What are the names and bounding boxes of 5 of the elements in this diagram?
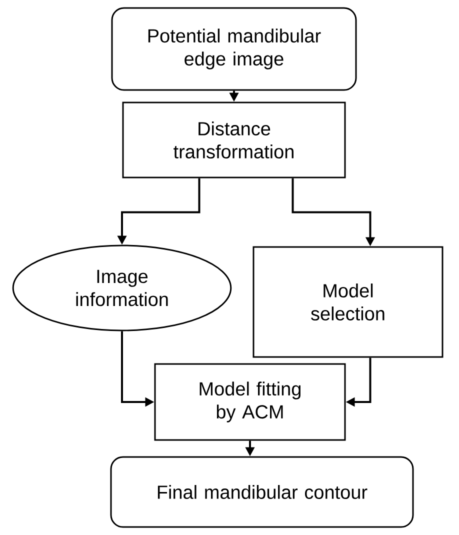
end-box: Final mandibular contour [110,456,414,528]
start-box: Potential mandibular edge image [111,7,357,91]
process-box: Distance transformation [122,102,346,178]
process-box: Model fitting by ACM [154,363,346,441]
process-box: Model selection [252,246,444,358]
